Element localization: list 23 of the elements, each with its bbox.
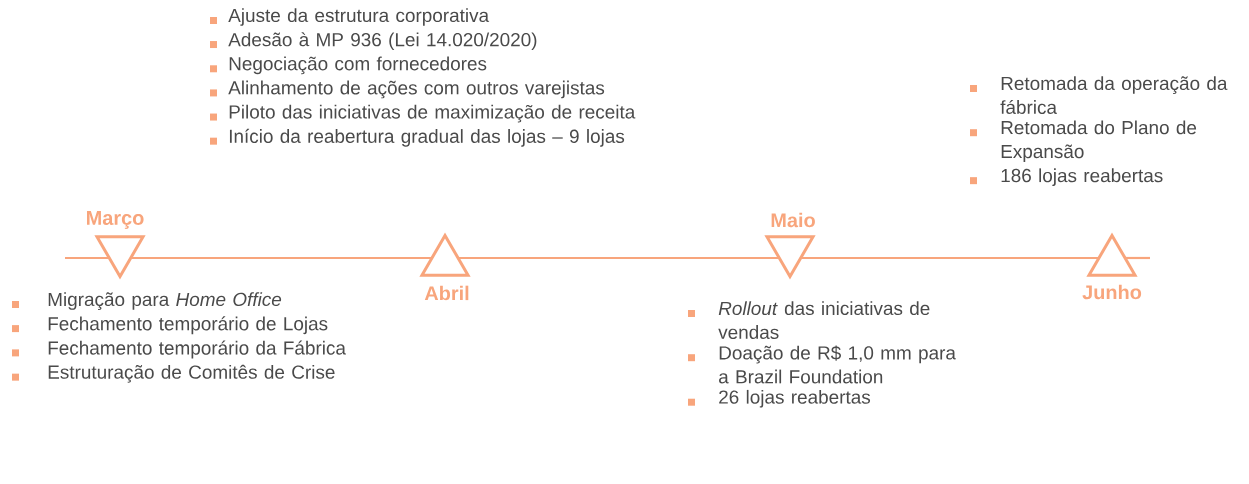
- bullet-item: 26 lojas reabertas: [688, 389, 871, 408]
- month-label: Junho: [1082, 284, 1142, 300]
- bullet-item: Rollout das iniciativas de vendas: [688, 301, 930, 339]
- month-label: Março: [87, 211, 144, 229]
- bullet-item: Piloto das iniciativas de maximização de receita: [210, 104, 636, 123]
- bullet-item: Migração para Home Office: [12, 292, 282, 310]
- bullet-item: Fechamento temporário da Fábrica: [12, 340, 346, 359]
- bullet-item: Ajuste da estrutura corporativa: [210, 8, 490, 26]
- bullet-item: Estruturação de Comitês de Crise: [12, 364, 335, 383]
- bullet-item: Doação de R$ 1,0 mm para a Brazil Foundation: [688, 345, 956, 384]
- month-label: Maio: [771, 212, 815, 228]
- bullet-item: Início da reabertura gradual das lojas – 9 lojas: [210, 128, 625, 147]
- bullet-item: 186 lojas reabertas: [970, 168, 1163, 186]
- bullet-item: Fechamento temporário de Lojas: [12, 316, 328, 335]
- bullet-item: Retomada do Plano de Expansão: [970, 120, 1197, 162]
- bullet-item: Alinhamento de ações com outros varejistas: [210, 80, 605, 99]
- timeline-line: [800, 256, 1099, 260]
- bullet-item: Negociação com fornecedores: [210, 56, 487, 75]
- timeline-line: [458, 256, 780, 260]
- bullet-item: Retomada da operação da fábrica: [970, 76, 1228, 114]
- timeline-line: [130, 256, 432, 260]
- bullet-item: Adesão à MP 936 (Lei 14.020/2020): [210, 32, 537, 51]
- month-label: Abril: [424, 285, 469, 301]
